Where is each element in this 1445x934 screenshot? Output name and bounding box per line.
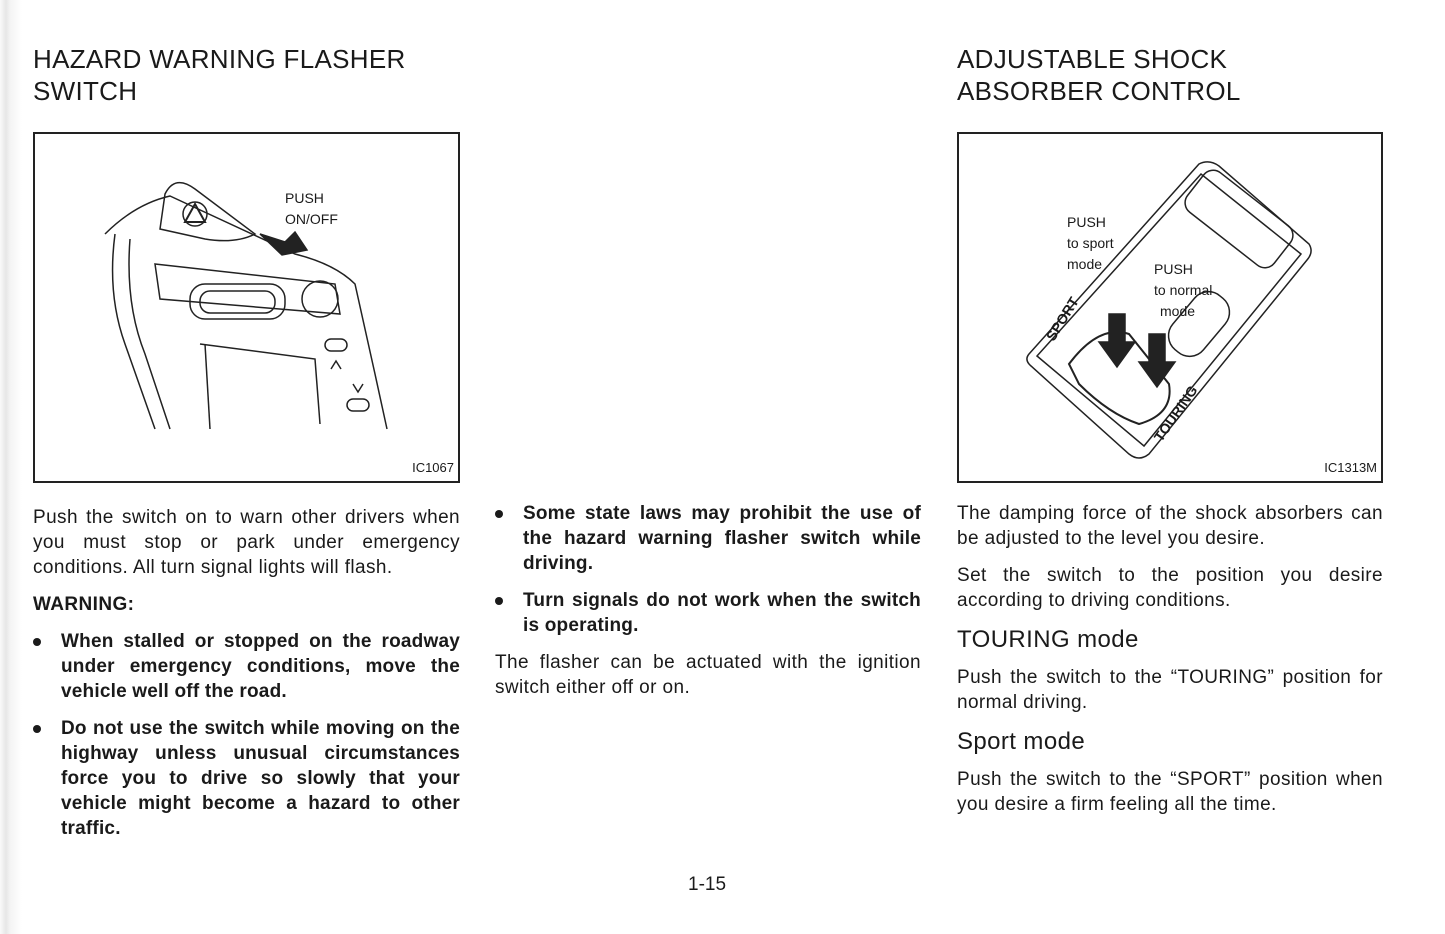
figure-code: IC1067	[412, 460, 454, 475]
page-binding-edge	[0, 0, 22, 934]
heading-line: SWITCH	[33, 76, 138, 106]
touring-mode-text: Push the switch to the “TOURING” positio…	[957, 667, 1383, 713]
touring-mode-heading: TOURING mode	[957, 626, 1139, 653]
heading-line: ADJUSTABLE SHOCK	[957, 44, 1228, 74]
shock-absorber-heading: ADJUSTABLE SHOCK ABSORBER CONTROL	[957, 43, 1241, 107]
warning-list-continued: Some state laws may prohibit the use of …	[495, 501, 921, 638]
label-line: mode	[1160, 303, 1196, 319]
right-column-text: The damping force of the shock absorbers…	[957, 501, 1383, 829]
list-item-text: When stalled or stopped on the roadway u…	[61, 631, 460, 702]
list-item: When stalled or stopped on the roadway u…	[33, 629, 460, 704]
push-to-sport-label: PUSH to sport mode	[1067, 212, 1114, 275]
label-line: to normal	[1154, 282, 1213, 298]
push-on-off-label: PUSH ON/OFF	[285, 188, 338, 230]
page-number: 1-15	[688, 874, 727, 895]
bullet-icon	[495, 597, 503, 605]
hazard-switch-illustration	[104, 181, 388, 430]
bullet-icon	[33, 638, 41, 646]
sport-mode-text: Push the switch to the “SPORT” position …	[957, 769, 1383, 815]
label-line: mode	[1067, 256, 1103, 272]
label-line: to sport	[1067, 235, 1114, 251]
shock-absorber-figure: PUSH to sport mode PUSH to normal mode S…	[957, 132, 1383, 483]
list-item: Some state laws may prohibit the use of …	[495, 501, 921, 576]
left-column-text: Push the switch on to warn other drivers…	[33, 505, 460, 853]
warning-title: WARNING:	[33, 594, 135, 615]
label-line: PUSH	[285, 190, 324, 206]
flasher-paragraph: The flasher can be actuated with the ign…	[495, 652, 921, 698]
list-item: Turn signals do not work when the switch…	[495, 588, 921, 638]
list-item-text: Do not use the switch while moving on th…	[61, 718, 460, 839]
hazard-intro: Push the switch on to warn other drivers…	[33, 507, 460, 578]
label-line: ON/OFF	[285, 211, 338, 227]
sport-mode-heading: Sport mode	[957, 728, 1086, 755]
heading-line: HAZARD WARNING FLASHER	[33, 44, 406, 74]
bullet-icon	[33, 725, 41, 733]
list-item: Do not use the switch while moving on th…	[33, 716, 460, 841]
label-line: PUSH	[1154, 261, 1193, 277]
warning-list: When stalled or stopped on the roadway u…	[33, 629, 460, 841]
heading-line: ABSORBER CONTROL	[957, 76, 1241, 106]
hazard-switch-figure: PUSH ON/OFF IC1067	[33, 132, 460, 483]
middle-column-text: Some state laws may prohibit the use of …	[495, 501, 921, 712]
hazard-heading: HAZARD WARNING FLASHER SWITCH	[33, 43, 406, 107]
bullet-icon	[495, 510, 503, 518]
list-item-text: Turn signals do not work when the switch…	[523, 590, 921, 636]
list-item-text: Some state laws may prohibit the use of …	[523, 503, 921, 574]
damping-paragraph: The damping force of the shock absorbers…	[957, 503, 1383, 549]
push-to-normal-label: PUSH to normal mode	[1154, 259, 1212, 322]
label-line: PUSH	[1067, 214, 1106, 230]
figure-code: IC1313M	[1324, 460, 1377, 475]
set-switch-paragraph: Set the switch to the position you desir…	[957, 565, 1383, 611]
shock-control-illustration	[1026, 161, 1312, 459]
